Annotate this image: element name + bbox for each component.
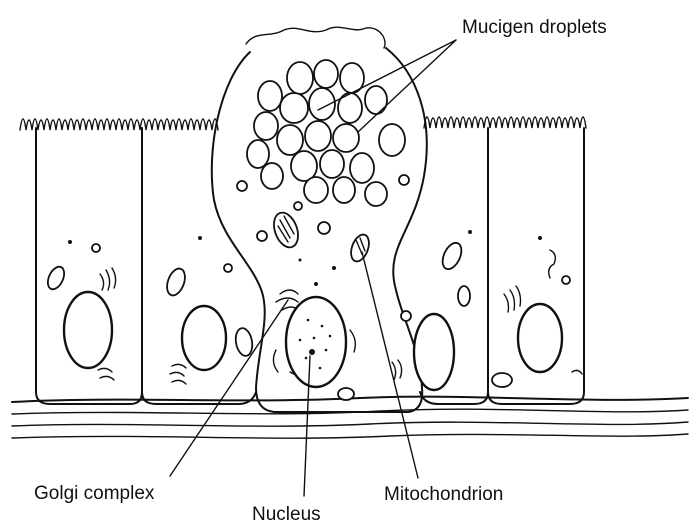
- basement-membrane: [12, 397, 688, 438]
- mucus-cap: [246, 27, 385, 48]
- goblet-nucleus: [286, 297, 346, 387]
- mucigen-droplets: [237, 60, 409, 210]
- label-mitochondrion: Mitochondrion: [384, 484, 503, 505]
- label-mucigen-droplets: Mucigen droplets: [462, 17, 607, 38]
- label-nucleus: Nucleus: [252, 504, 321, 525]
- leader-mito: [362, 252, 418, 478]
- label-golgi-complex: Golgi complex: [34, 483, 155, 504]
